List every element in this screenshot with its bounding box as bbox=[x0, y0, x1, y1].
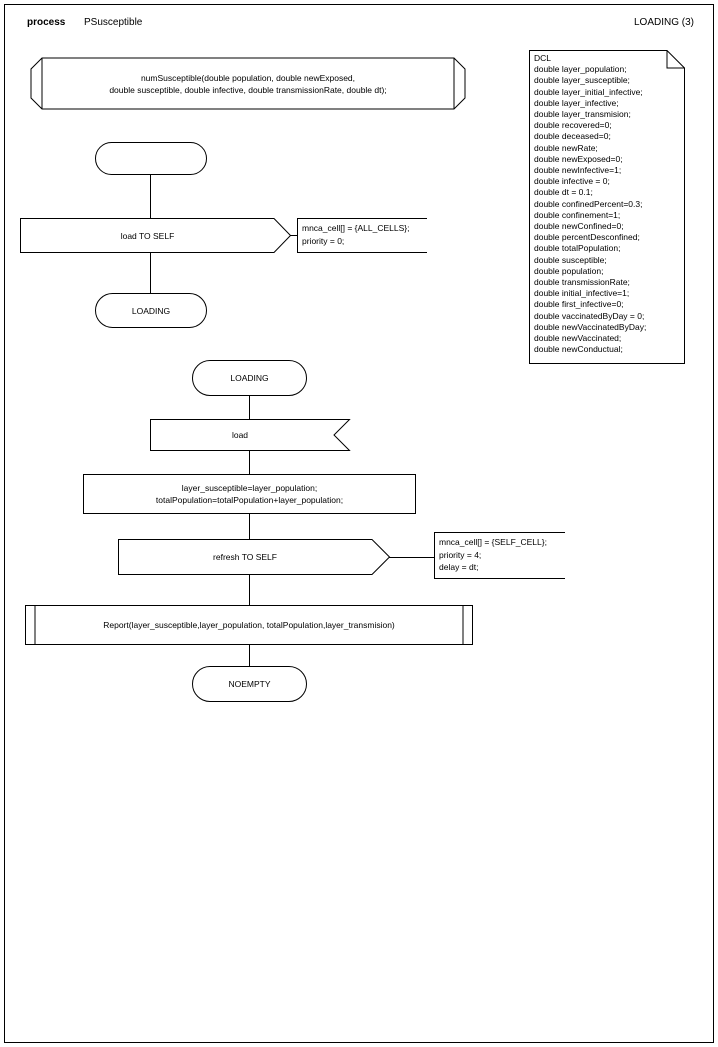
header-page-label: LOADING (3) bbox=[633, 17, 694, 28]
start-state-symbol[interactable] bbox=[95, 142, 207, 175]
header-process-name: PSusceptible bbox=[84, 17, 143, 28]
connector-output-to-state bbox=[150, 253, 151, 293]
state-symbol-loading[interactable] bbox=[192, 360, 307, 396]
output-symbol-refresh-to-self[interactable] bbox=[118, 539, 391, 575]
connector-state-to-input bbox=[249, 396, 250, 419]
comment-connector-two bbox=[389, 557, 435, 558]
task-symbol[interactable] bbox=[83, 474, 416, 514]
input-symbol-load[interactable] bbox=[150, 419, 351, 451]
comment-connector-one bbox=[290, 235, 298, 236]
nextstate-symbol-noempty[interactable] bbox=[192, 666, 307, 702]
comment-symbol-one[interactable] bbox=[297, 218, 427, 253]
procedure-call-symbol[interactable] bbox=[25, 605, 473, 645]
connector-start-to-output bbox=[150, 175, 151, 218]
connector-input-to-task bbox=[249, 451, 250, 474]
nextstate-symbol-loading[interactable] bbox=[95, 293, 207, 328]
comment-text-one: mnca_cell[] = {ALL_CELLS}; priority = 0; bbox=[302, 223, 410, 246]
connector-procedure-call-to-nextstate bbox=[249, 645, 250, 666]
output-symbol-load-to-self[interactable] bbox=[20, 218, 292, 253]
dcl-declarations-text: DCL double layer_population; double laye… bbox=[534, 53, 647, 355]
comment-symbol-two[interactable] bbox=[434, 532, 565, 579]
connector-output-to-procedure-call bbox=[249, 575, 250, 605]
connector-task-to-output bbox=[249, 514, 250, 539]
header-keyword: process bbox=[27, 17, 66, 28]
comment-text-two: mnca_cell[] = {SELF_CELL}; priority = 4;… bbox=[439, 537, 547, 572]
procedure-declaration-symbol[interactable] bbox=[30, 57, 466, 110]
dcl-text-symbol[interactable] bbox=[529, 50, 685, 364]
